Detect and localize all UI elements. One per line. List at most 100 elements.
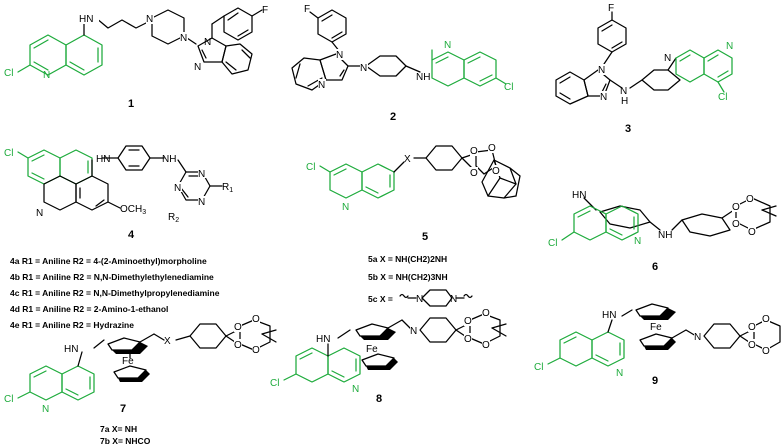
- compound-4-hn-label: HN: [96, 154, 110, 165]
- compound-5-structure: X O O O O N Cl 5: [306, 142, 521, 243]
- compound-4-r2-label: R2: [168, 212, 179, 224]
- compound-7-o-label: O: [234, 340, 242, 351]
- compound-4-n-label: N: [36, 208, 43, 219]
- legend-4a: 4a R1 = Aniline R2 = 4-(2-Aminoethyl)mor…: [10, 256, 207, 266]
- compound-9-cl-label: Cl: [534, 362, 543, 373]
- compound-7-structure: HN Fe X O O O O N Cl 7 7a X= NH 7b X= NH…: [4, 313, 277, 446]
- compound-6-o-label: O: [746, 194, 754, 205]
- compound-5-n-label: N: [342, 202, 349, 213]
- compound-1-n-label: N: [204, 37, 211, 48]
- compound-1-hn-label: HN: [79, 14, 93, 25]
- compound-1-structure: HN N Cl N N N N F 1: [4, 5, 268, 110]
- compound-6-cl-label: Cl: [548, 238, 557, 249]
- compound-1-number: 1: [128, 98, 134, 110]
- compound-8-o-label: O: [464, 334, 472, 345]
- compound-9-hn-label: HN: [602, 310, 616, 321]
- legend-5a: 5a X = NH(CH2)2NH: [368, 254, 447, 264]
- compound-6-o-label: O: [732, 202, 740, 213]
- compound-3-structure: F N N N H N N Cl 3: [555, 3, 733, 135]
- compound-7-cl-label: Cl: [4, 394, 13, 405]
- compound-4-cl-label: Cl: [4, 148, 13, 159]
- compound-7-o-label: O: [252, 345, 260, 356]
- compound-2-structure: F N N N NH N Cl 2: [291, 4, 513, 123]
- compound-2-f-label: F: [304, 4, 310, 15]
- compound-6-o-label: O: [748, 227, 756, 238]
- compound-6-n-label: N: [634, 236, 641, 247]
- compound-8-o-label: O: [482, 340, 490, 351]
- compound-3-f-label: F: [608, 3, 614, 14]
- compound-7-hn-label: HN: [64, 344, 78, 355]
- compound-3-n-label: N: [600, 92, 607, 103]
- compound-8-n-label: N: [352, 384, 359, 395]
- compound-4-r1-label: R1: [222, 182, 233, 194]
- legend-4e: 4e R1 = Aniline R2 = Hydrazine: [10, 320, 134, 330]
- compound-7-x-label: X: [164, 336, 171, 347]
- compound-8-structure: HN Fe N O O O O N Cl 8: [270, 307, 507, 405]
- compound-6-structure: HN NH O O O O N Cl 6: [548, 190, 777, 273]
- legend-7b: 7b X= NHCO: [100, 436, 151, 446]
- legend-5c: 5c X =: [368, 294, 393, 304]
- compound-9-o-label: O: [748, 322, 756, 333]
- compound-7-fe-label: Fe: [122, 356, 134, 367]
- compound-7-number: 7: [120, 403, 126, 415]
- legend-5c-n-label: N: [450, 294, 457, 305]
- compound-8-hn-label: HN: [316, 334, 330, 345]
- compound-3-n-label: N: [664, 53, 671, 64]
- compound-4-och3-label: OCH3: [120, 204, 146, 216]
- compound-5-o-label: O: [470, 146, 478, 157]
- compound-6-nh-label: NH: [658, 230, 672, 241]
- legend-5b: 5b X = NH(CH2)3NH: [368, 272, 448, 282]
- compound-9-o-label: O: [762, 346, 770, 357]
- compound-2-n-label: N: [318, 80, 325, 91]
- compound-2-n-label: N: [360, 63, 367, 74]
- compound-2-nh-label: NH: [416, 72, 430, 83]
- compound-8-fe-label: Fe: [366, 344, 378, 355]
- compound-7-o-label: O: [252, 314, 260, 325]
- compound-1-f-label: F: [262, 5, 268, 16]
- compound-1-cl-label: Cl: [4, 68, 13, 79]
- compound-6-o-label: O: [732, 219, 740, 230]
- legend-5c-piperazine: [399, 289, 473, 307]
- compound-4-structure: HN NH Cl N OCH3 N N N R1 R2 4: [4, 145, 233, 241]
- compound-3-n-label: N: [620, 86, 627, 97]
- compound-8-o-label: O: [482, 308, 490, 319]
- compound-4-n-label: N: [174, 183, 181, 194]
- compound-2-number: 2: [390, 111, 396, 123]
- compound-2-cl-label: Cl: [504, 82, 513, 93]
- compound-4-legend: 4a R1 = Aniline R2 = 4-(2-Aminoethyl)mor…: [10, 256, 220, 330]
- compound-6-hn-label: HN: [572, 190, 586, 201]
- compound-3-n-label: N: [598, 65, 605, 76]
- compound-5-cl-label: Cl: [306, 162, 315, 173]
- compound-9-fe-label: Fe: [650, 322, 662, 333]
- compound-6-number: 6: [652, 261, 658, 273]
- legend-7a: 7a X= NH: [100, 424, 137, 434]
- compound-8-cl-label: Cl: [270, 378, 279, 389]
- compound-2-n-label: N: [336, 50, 343, 61]
- compound-4-n-label: N: [198, 197, 205, 208]
- legend-5c-n-label: N: [416, 294, 423, 305]
- compound-7-n-label: N: [42, 404, 49, 415]
- compound-5-o-label: O: [470, 168, 478, 179]
- legend-4b: 4b R1 = Aniline R2 = N,N-Dimethylethylen…: [10, 272, 214, 282]
- compound-3-n-label: N: [726, 41, 733, 52]
- legend-4d: 4d R1 = Aniline R2 = 2-Amino-1-ethanol: [10, 304, 168, 314]
- compound-5-x-label: X: [404, 154, 411, 165]
- compound-4-number: 4: [128, 229, 135, 241]
- compound-7-o-label: O: [234, 322, 242, 333]
- compound-3-number: 3: [625, 123, 631, 135]
- compound-1-n-label: N: [180, 33, 187, 44]
- compound-9-n-label: N: [694, 332, 701, 343]
- compound-5-number: 5: [422, 231, 428, 243]
- compound-1-n-label: N: [146, 14, 153, 25]
- compound-9-o-label: O: [748, 340, 756, 351]
- compound-2-n-label: N: [444, 40, 451, 51]
- compound-8-n-label: N: [410, 326, 417, 337]
- compound-5-o-label: O: [488, 143, 496, 154]
- compound-4-n-label: N: [198, 169, 205, 180]
- compound-9-o-label: O: [762, 314, 770, 325]
- legend-4c: 4c R1 = Aniline R2 = N,N-Dimethylpropyle…: [10, 288, 220, 298]
- compound-9-structure: HN Fe N O O O O N Cl 9: [534, 303, 781, 387]
- compound-3-h-label: H: [621, 96, 628, 107]
- compound-9-number: 9: [652, 375, 658, 387]
